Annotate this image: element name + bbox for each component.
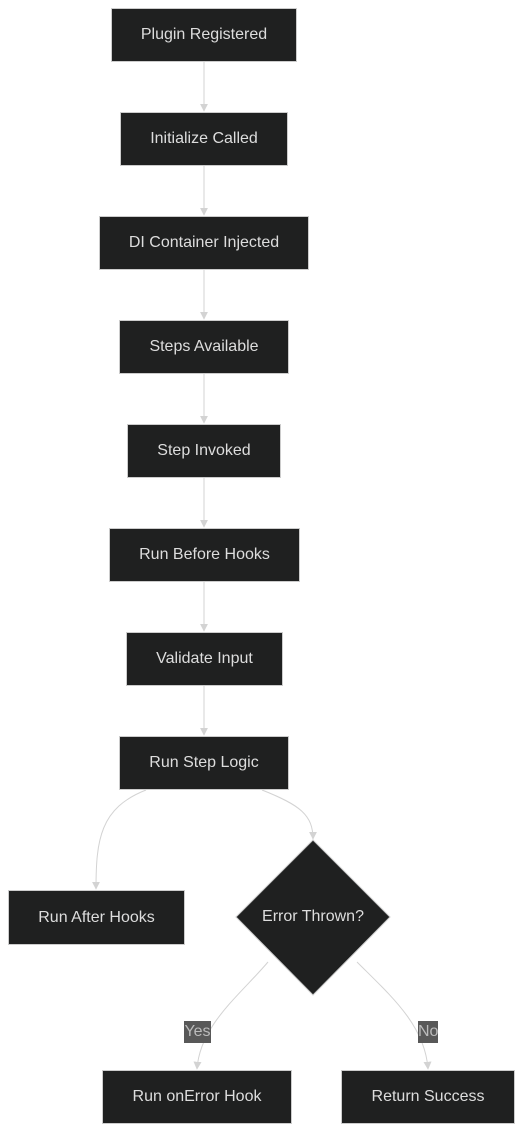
node-di-container-injected: DI Container Injected (99, 216, 309, 270)
decision-diamond (235, 839, 391, 996)
edge-logic-to-error-thrown (261, 789, 317, 840)
edge-label-no: No (418, 1021, 438, 1043)
node-return-success: Return Success (341, 1070, 515, 1124)
edge-error-to-onerror (193, 961, 269, 1070)
node-run-onerror-hook: Run onError Hook (102, 1070, 292, 1124)
node-validate-input: Validate Input (126, 632, 283, 686)
edge-error-to-success (356, 961, 432, 1070)
node-error-thrown-label: Error Thrown? (262, 908, 364, 925)
node-run-step-logic: Run Step Logic (119, 736, 289, 790)
edge-label-yes: Yes (184, 1021, 211, 1043)
node-steps-available: Steps Available (119, 320, 289, 374)
node-run-after-hooks: Run After Hooks (8, 890, 185, 945)
node-initialize-called: Initialize Called (120, 112, 288, 166)
node-run-before-hooks: Run Before Hooks (109, 528, 300, 582)
node-step-invoked: Step Invoked (127, 424, 281, 478)
edge-logic-to-after-hooks (92, 789, 147, 890)
node-plugin-registered: Plugin Registered (111, 8, 297, 62)
